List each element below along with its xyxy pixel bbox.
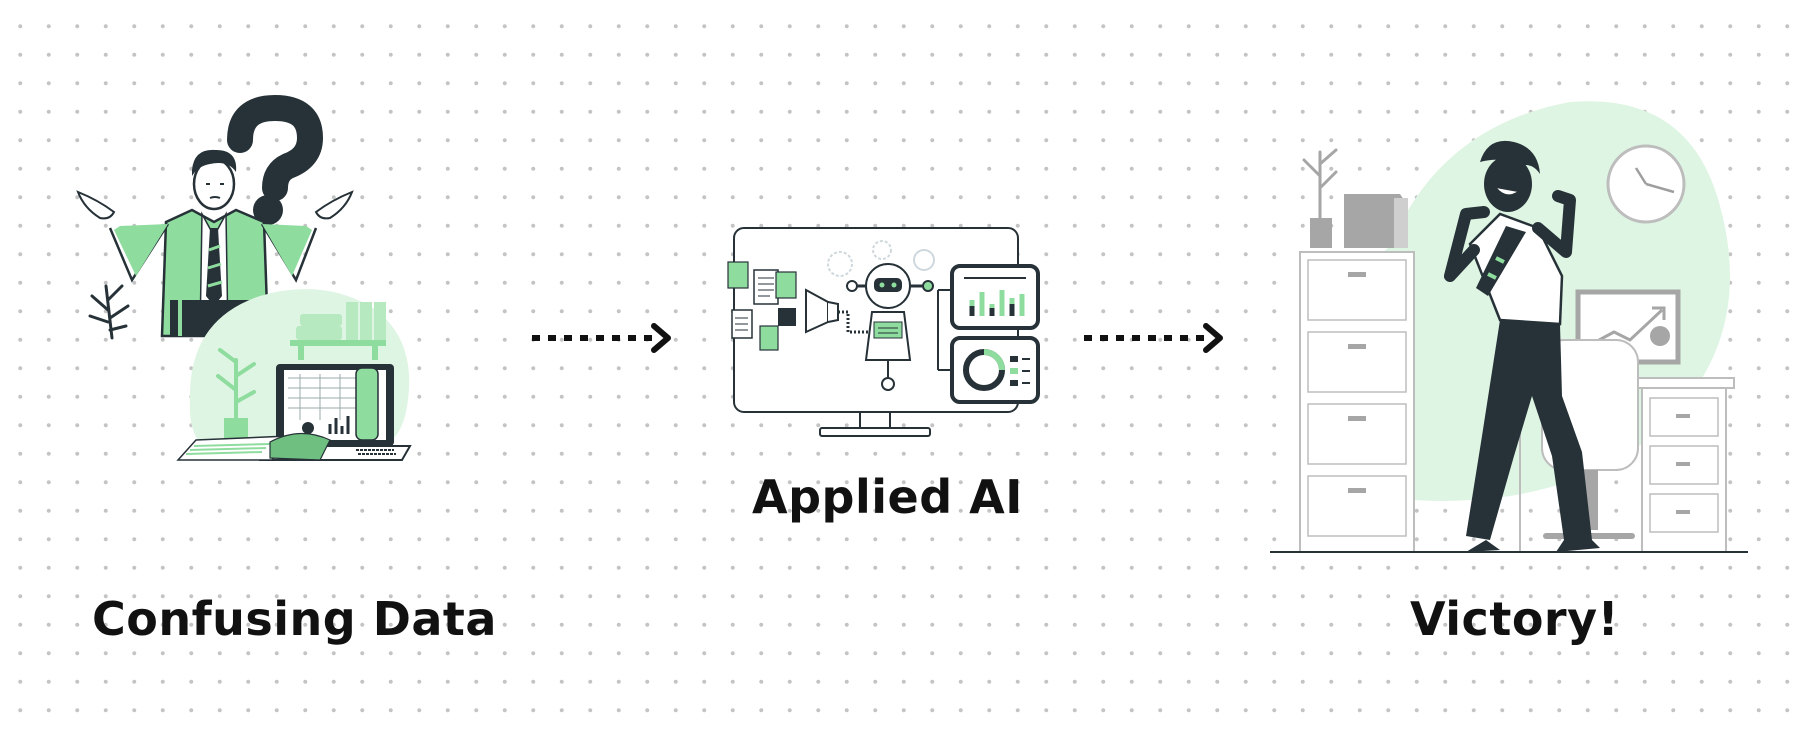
dotted-arrow-icon xyxy=(1084,323,1223,353)
step-label-confusing-data: Confusing Data xyxy=(92,592,497,646)
dotted-arrow-icon xyxy=(532,323,671,353)
ai-robot-monitor-icon xyxy=(727,227,1040,437)
step-label-applied-ai: Applied AI xyxy=(752,470,1023,524)
confused-person-icon xyxy=(76,94,412,461)
celebrating-person-icon xyxy=(1270,101,1748,553)
step-label-victory: Victory! xyxy=(1410,592,1620,646)
